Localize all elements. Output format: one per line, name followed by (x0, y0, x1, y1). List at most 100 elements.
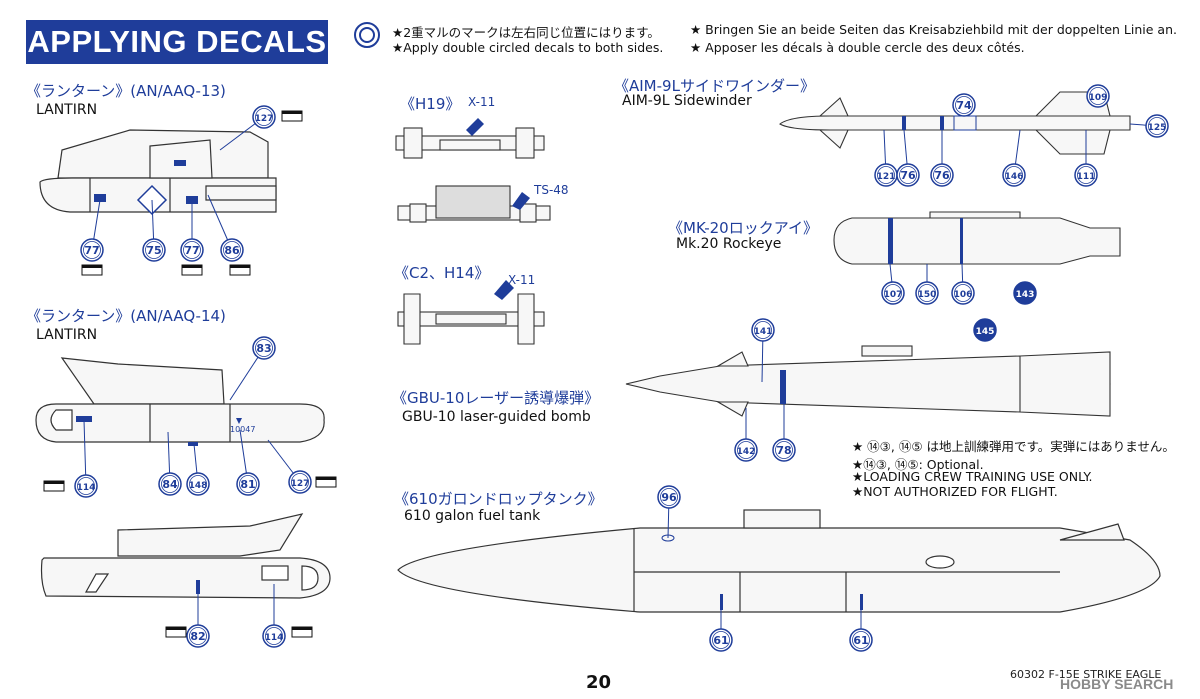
decal-number-78: 78 (772, 404, 796, 462)
svg-text:76: 76 (934, 169, 950, 182)
gbu10-subtitle: GBU-10 laser-guided bomb (402, 409, 591, 425)
training-note-l3: ★NOT AUTHORIZED FOR FLIGHT. (852, 484, 1058, 499)
svg-text:127: 127 (255, 114, 274, 124)
h19-tag-icon (466, 118, 484, 136)
decal-number-121: 121 (874, 129, 898, 187)
decal-number-83: 83 (229, 336, 276, 401)
c2h14-title: 《C2、H14》 (394, 264, 490, 282)
decal-number-84: 84 (158, 431, 182, 496)
c2h14-tag-x11: X-11 (508, 273, 535, 287)
note-de: ★ Bringen Sie an beide Seiten das Kreisa… (690, 22, 1177, 37)
svg-text:125: 125 (1148, 123, 1167, 133)
decal-number-61: 61 (849, 610, 873, 652)
page-number: 20 (586, 672, 612, 693)
gbu10-title: 《GBU-10レーザー誘導爆弾》 (392, 389, 600, 407)
h19-tag-x11: X-11 (468, 95, 495, 109)
svg-text:74: 74 (956, 99, 972, 112)
svg-text:78: 78 (776, 444, 791, 457)
decal-number-76: 76 (930, 130, 954, 187)
training-note-jp: ★ ⑭③, ⑭⑤ は地上訓練弾用です。実弾にはありません。 (852, 439, 1175, 454)
decal-number-109: 109 (1086, 84, 1110, 108)
mk20-drawing (833, 211, 1121, 265)
svg-text:75: 75 (146, 244, 161, 257)
svg-text:83: 83 (256, 342, 271, 355)
decal-number-61: 61 (709, 610, 733, 652)
aim9l-subtitle: AIM-9L Sidewinder (622, 93, 752, 109)
aim9l-drawing (779, 91, 1131, 155)
note-en: ★Apply double circled decals to both sid… (392, 40, 664, 55)
h19-tag-ts48: TS-48 (533, 183, 569, 197)
ts48-tag-icon (512, 192, 530, 210)
svg-text:61: 61 (853, 634, 868, 647)
c2h14-drawing (397, 293, 545, 345)
training-note-l2: ★LOADING CREW TRAINING USE ONLY. (852, 469, 1093, 484)
svg-text:86: 86 (224, 244, 240, 257)
lantirn14-title: 《ランターン》(AN/AAQ-14) (26, 307, 226, 325)
decal-number-141: 141 (751, 318, 775, 383)
lantirn13-title: 《ランターン》(AN/AAQ-13) (26, 82, 226, 100)
model-name: 60302 F-15E STRIKE EAGLE (1010, 668, 1162, 681)
c2h14-tag-icon (494, 280, 514, 300)
mk20-subtitle: Mk.20 Rockeye (676, 236, 782, 252)
aim9l-title: 《AIM-9Lサイドワインダー》 (614, 77, 815, 95)
decal-number-96: 96 (657, 485, 681, 539)
decal-number-107: 107 (881, 263, 905, 305)
svg-text:146: 146 (1005, 172, 1024, 182)
decal-number-114: 114 (74, 419, 98, 498)
watermark: HOBBY SEARCH (1060, 676, 1174, 692)
svg-text:96: 96 (661, 491, 677, 504)
training-note-l1: ★⑭③, ⑭⑤: Optional. (852, 457, 984, 472)
decal-number-76: 76 (896, 129, 920, 187)
decal-number-74: 74 (952, 93, 976, 117)
fueltank-drawing (397, 509, 1161, 613)
h19-title: 《H19》 (400, 95, 461, 113)
decal-number-145: 145 (973, 318, 997, 342)
lantirn14-drawing (35, 357, 325, 446)
gbu10-drawing (625, 345, 1111, 417)
svg-text:81: 81 (240, 478, 255, 491)
svg-text:143: 143 (1016, 290, 1035, 300)
decal-number-127: 127 (267, 439, 312, 494)
svg-text:148: 148 (189, 481, 208, 491)
fueltank-subtitle: 610 galon fuel tank (404, 508, 541, 524)
lantirn14-side-drawing (40, 513, 331, 599)
svg-text:82: 82 (190, 630, 205, 643)
svg-text:106: 106 (954, 290, 973, 300)
svg-text:145: 145 (976, 327, 995, 337)
decal-number-82: 82 (186, 590, 210, 648)
svg-text:109: 109 (1089, 93, 1108, 103)
fueltank-title: 《610ガロンドロップタンク》 (394, 490, 603, 508)
decal-number-150: 150 (915, 264, 939, 305)
note-jp: ★2重マルのマークは左右同じ位置にはります。 (392, 25, 660, 40)
svg-text:111: 111 (1077, 172, 1096, 182)
decal-number-142: 142 (734, 408, 758, 462)
decal-number-146: 146 (1002, 129, 1026, 187)
decal-number-106: 106 (951, 263, 975, 305)
decal-number-77: 77 (180, 200, 204, 262)
decal-number-127: 127 (219, 105, 276, 151)
svg-text:114: 114 (77, 483, 96, 493)
svg-text:84: 84 (162, 478, 178, 491)
page-title: APPLYING DECALS (26, 20, 328, 64)
decal-number-114: 114 (262, 584, 286, 648)
decal-number-81: 81 (236, 429, 260, 496)
svg-text:142: 142 (737, 447, 756, 457)
svg-text:107: 107 (884, 290, 903, 300)
double-circle-icon (354, 22, 380, 48)
svg-text:121: 121 (877, 172, 896, 182)
decal-number-75: 75 (142, 199, 166, 262)
decal-number-143: 143 (1013, 281, 1037, 305)
svg-text:77: 77 (84, 244, 99, 257)
decal-number-77: 77 (80, 199, 104, 262)
mk20-title: 《MK-20ロックアイ》 (668, 219, 818, 237)
svg-text:61: 61 (713, 634, 728, 647)
decal-number-86: 86 (207, 194, 244, 262)
svg-text:141: 141 (754, 327, 773, 337)
lantirn14-subtitle: LANTIRN (36, 327, 98, 343)
svg-text:77: 77 (184, 244, 199, 257)
decal-number-125: 125 (1129, 114, 1169, 138)
lantirn14-serial: 10047 (230, 425, 255, 434)
decal-number-148: 148 (186, 443, 210, 496)
